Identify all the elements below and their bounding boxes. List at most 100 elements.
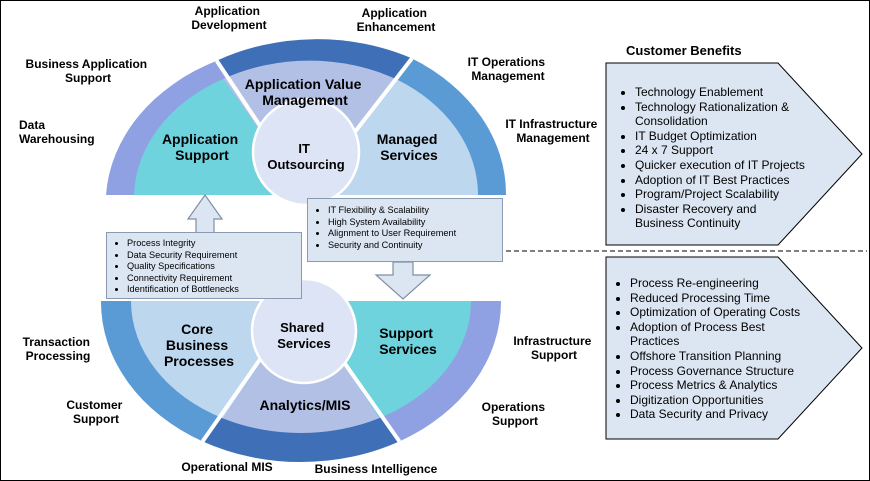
label-infra-line-1: Infrastructure	[513, 334, 591, 348]
managed-label: Managed Services	[377, 131, 442, 163]
bp-benefits-text: Process Re-engineering Reduced Processin…	[608, 276, 808, 422]
label-business-intelligence-line-1: Business Intelligence	[315, 462, 438, 476]
bottom-wheel: Shared Services Core Business Processes …	[100, 277, 502, 463]
core-bp-line-2: Business	[166, 337, 228, 353]
list-item: Alignment to User Requirement	[328, 228, 502, 240]
list-item: Reduced Processing Time	[630, 291, 808, 306]
label-infra-line-2: Support	[531, 348, 577, 362]
label-business-app-support-line-2: Support	[65, 71, 111, 85]
list-item: IT Budget Optimization	[635, 129, 813, 144]
label-data-warehousing-line-2: Warehousing	[19, 132, 95, 146]
label-data-warehousing: Data Warehousing	[19, 118, 95, 146]
label-it-ops-mgmt-line-2: Management	[471, 69, 544, 83]
top-core	[251, 97, 361, 207]
support-services-line-2: Services	[379, 341, 437, 357]
list-item: Adoption of IT Best Practices	[635, 173, 813, 188]
top-core-label: IT Outsourcing	[267, 141, 344, 172]
app-support-line-2: Support	[175, 147, 229, 163]
managed-line-1: Managed	[377, 131, 438, 147]
top-core-line-2: Outsourcing	[267, 157, 344, 172]
top-wheel: IT Outsourcing Application Value Managem…	[106, 39, 507, 207]
analytics-line-1: Analytics/MIS	[259, 397, 350, 413]
label-app-development: Application Development	[191, 4, 266, 32]
core-bp-line-1: Core	[181, 321, 213, 337]
label-it-ops-mgmt: IT Operations Management	[468, 55, 549, 83]
label-operations-line-2: Support	[492, 414, 538, 428]
bottom-core-line-1: Shared	[280, 320, 324, 335]
value-mgmt-line-2: Management	[262, 92, 348, 108]
list-item: Offshore Transition Planning	[630, 349, 808, 364]
bottom-core-label: Shared Services	[277, 320, 331, 351]
list-item: Optimization of Operating Costs	[630, 305, 808, 320]
requirements-box: Process Integrity Data Security Requirem…	[106, 232, 302, 299]
core-bp-line-3: Processes	[164, 353, 234, 369]
label-infrastructure-support: Infrastructure Support	[513, 334, 594, 362]
list-item: Program/Project Scalability	[635, 187, 813, 202]
list-item: Connectivity Requirement	[127, 273, 301, 285]
it-benefits-chevron	[605, 62, 863, 246]
label-it-ops-mgmt-line-1: IT Operations	[468, 55, 546, 69]
list-item: Technology Enablement	[635, 85, 813, 100]
label-customer-support: Customer Support	[66, 398, 125, 426]
up-arrow-icon	[186, 193, 224, 234]
list-item: Process Integrity	[127, 238, 301, 250]
it-benefits-list: Technology Enablement Technology Rationa…	[613, 85, 813, 231]
support-services-label: Support Services	[379, 325, 437, 357]
value-mgmt-line-1: Application Value	[245, 76, 362, 92]
core-bp-label: Core Business Processes	[164, 321, 234, 369]
label-app-enhancement: Application Enhancement	[357, 6, 436, 34]
label-app-development-line-1: Application	[195, 4, 260, 18]
requirements-list: Process Integrity Data Security Requirem…	[107, 238, 301, 296]
label-app-development-line-2: Development	[191, 18, 266, 32]
label-app-enhancement-line-2: Enhancement	[357, 20, 436, 34]
customer-benefits-title: Customer Benefits	[626, 43, 742, 58]
bottom-core-line-2: Services	[277, 336, 331, 351]
list-item: 24 x 7 Support	[635, 143, 813, 158]
list-item: Process Governance Structure	[630, 364, 808, 379]
down-arrow-icon	[374, 261, 432, 300]
bp-benefits-chevron	[605, 256, 863, 440]
it-benefits-text: Technology Enablement Technology Rationa…	[613, 85, 813, 231]
label-data-warehousing-line-1: Data	[19, 118, 45, 132]
bottom-core	[250, 277, 358, 385]
list-item: Disaster Recovery and Business Continuit…	[635, 202, 785, 231]
list-item: Digitization Opportunities	[630, 393, 808, 408]
label-business-app-support: Business Application Support	[26, 57, 151, 85]
label-app-enhancement-line-1: Application	[362, 6, 427, 20]
list-item: IT Flexibility & Scalability	[328, 205, 502, 217]
bp-benefits-list: Process Re-engineering Reduced Processin…	[608, 276, 808, 422]
top-core-line-1: IT	[298, 141, 310, 156]
label-business-app-support-line-1: Business Application	[26, 57, 148, 71]
list-item: Technology Rationalization & Consolidati…	[635, 100, 813, 129]
it-capabilities-list: IT Flexibility & Scalability High System…	[308, 205, 502, 251]
label-transaction-line-2: Processing	[26, 349, 91, 363]
label-customer-line-1: Customer	[66, 398, 122, 412]
label-transaction-line-1: Transaction	[23, 335, 90, 349]
label-operations-line-1: Operations	[482, 400, 546, 414]
list-item: Process Metrics & Analytics	[630, 378, 808, 393]
list-item: Quicker execution of IT Projects	[635, 158, 813, 173]
label-it-infra-mgmt-line-2: Management	[516, 131, 589, 145]
managed-line-2: Services	[380, 147, 438, 163]
list-item: Adoption of Process Best Practices	[630, 320, 790, 349]
list-item: Data Security and Privacy	[630, 407, 808, 422]
label-it-infra-mgmt-line-1: IT Infrastructure	[505, 117, 597, 131]
list-item: Quality Specifications	[127, 261, 301, 273]
list-item: Process Re-engineering	[630, 276, 808, 291]
label-operations-support: Operations Support	[482, 400, 549, 428]
label-operational-mis: Operational MIS	[181, 460, 272, 474]
value-mgmt-label: Application Value Management	[245, 76, 366, 108]
it-capabilities-box: IT Flexibility & Scalability High System…	[307, 198, 503, 262]
analytics-label: Analytics/MIS	[259, 397, 350, 413]
label-business-intelligence: Business Intelligence	[315, 462, 438, 476]
list-item: Data Security Requirement	[127, 250, 301, 262]
label-transaction-processing: Transaction Processing	[23, 335, 94, 363]
list-item: High System Availability	[328, 217, 502, 229]
label-operational-mis-line-1: Operational MIS	[181, 460, 272, 474]
list-item: Security and Continuity	[328, 240, 502, 252]
app-support-line-1: Application	[162, 131, 238, 147]
list-item: Identification of Bottlenecks	[127, 284, 301, 296]
support-services-line-1: Support	[379, 325, 433, 341]
